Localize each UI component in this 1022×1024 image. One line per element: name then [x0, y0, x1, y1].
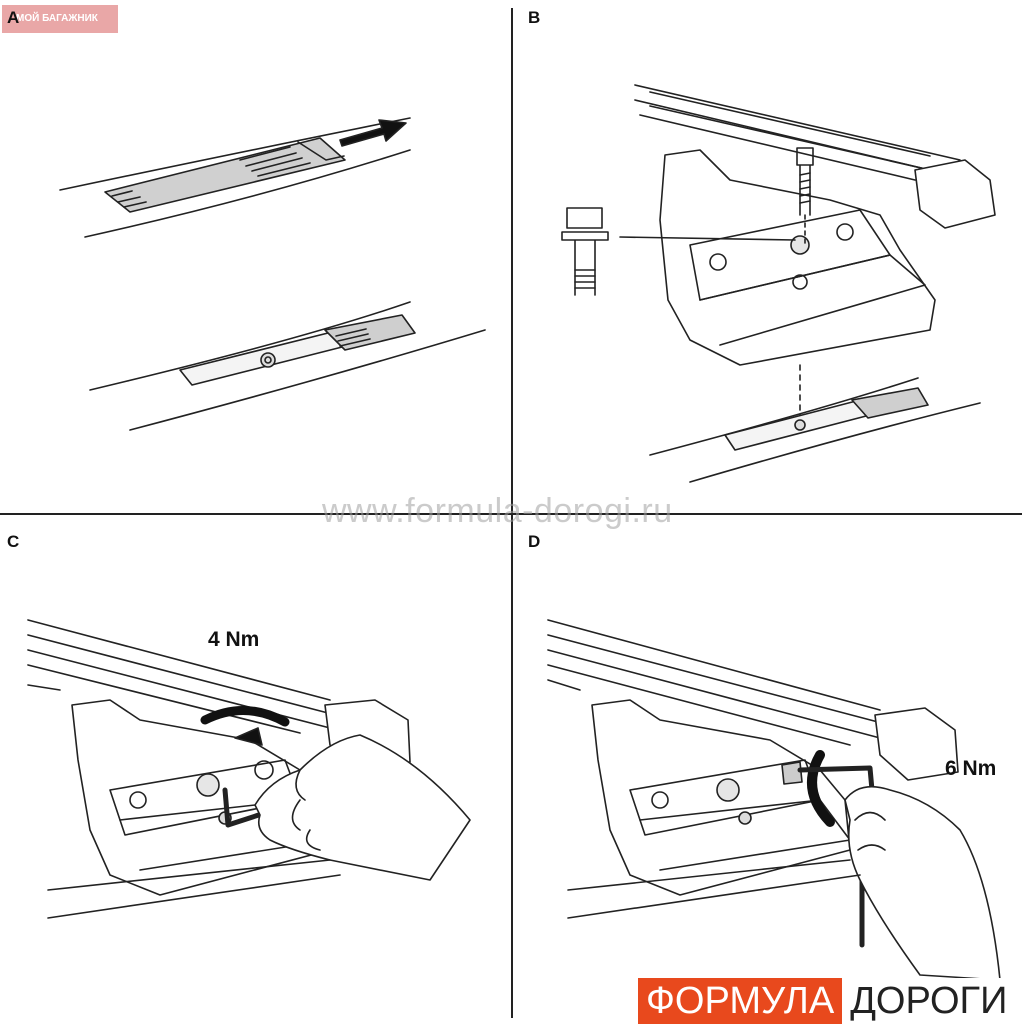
- site-badge: МОЙ БАГАЖНИК: [2, 5, 118, 33]
- panel-label-a: A: [7, 8, 20, 27]
- brand-part1: ФОРМУЛА: [638, 978, 843, 1024]
- slot-nut: [260, 352, 276, 368]
- horizontal-divider: [0, 513, 1022, 515]
- direction-arrow: [339, 119, 407, 147]
- torque-label-d: 6 Nm: [945, 757, 997, 780]
- panel-b-drawing: [561, 84, 996, 483]
- watermark: www.formula-dorogi.ru: [322, 492, 673, 530]
- allen-key: [222, 787, 271, 828]
- panel-a-drawing: [59, 117, 486, 431]
- bar-end-cap-d: [874, 707, 959, 781]
- brand-logo: ФОРМУЛА ДОРОГИ: [638, 978, 1016, 1024]
- panel-d-drawing: [547, 619, 1001, 981]
- panel-label-b: B: [528, 8, 541, 27]
- brand-part2: ДОРОГИ: [842, 978, 1016, 1024]
- torque-label-c: 4 Nm: [208, 628, 260, 651]
- rotation-arrow-d: [807, 750, 835, 827]
- bar-end-cap: [914, 159, 996, 229]
- hand-d: [844, 785, 1001, 981]
- bolt-detached: [561, 207, 609, 296]
- panel-label-c: C: [7, 532, 20, 551]
- panel-label-d: D: [528, 532, 541, 551]
- foot-body: [659, 149, 936, 366]
- rotation-arrow: [200, 706, 290, 727]
- panel-c-drawing: [27, 619, 471, 919]
